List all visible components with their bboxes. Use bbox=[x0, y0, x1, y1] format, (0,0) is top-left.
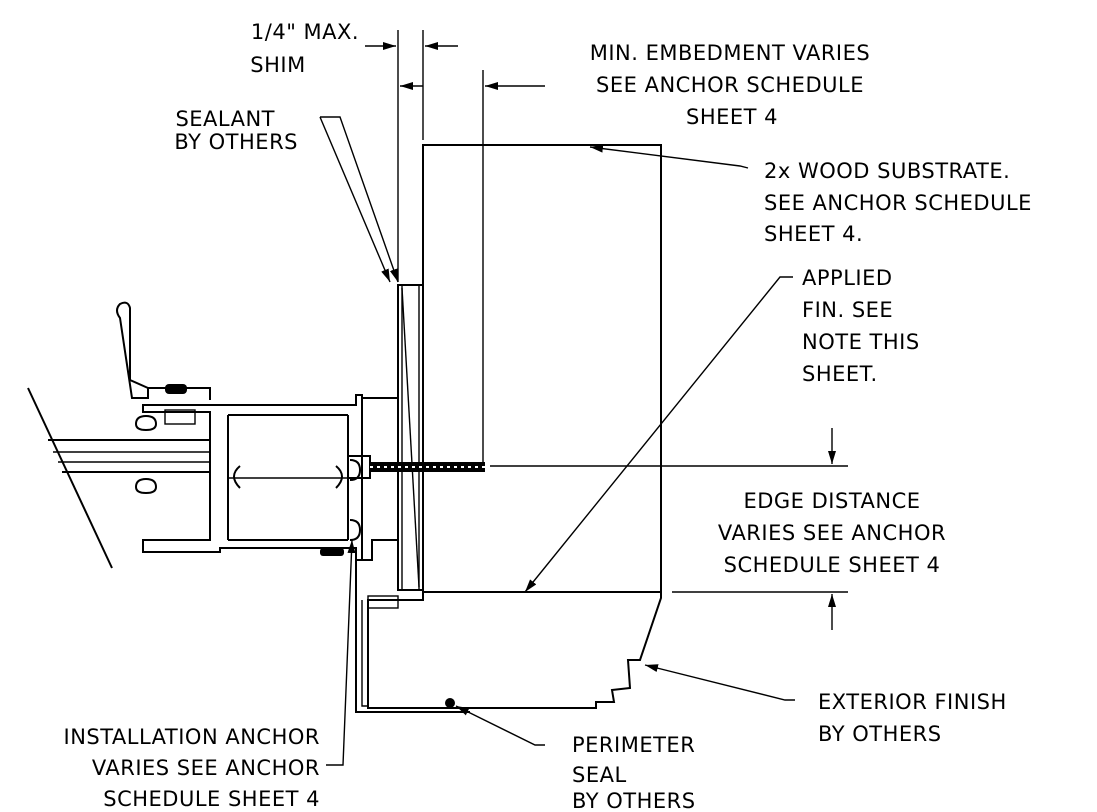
ext-label-line1: EXTERIOR FINISH bbox=[818, 690, 1007, 714]
install-label-line1: INSTALLATION ANCHOR bbox=[64, 725, 321, 749]
embed-label-line1: MIN. EMBEDMENT VARIES bbox=[590, 41, 870, 65]
label-edge-distance: EDGE DISTANCE VARIES SEE ANCHOR SCHEDULE… bbox=[718, 489, 946, 577]
ext-label-line2: BY OTHERS bbox=[818, 722, 942, 746]
label-wood: 2x WOOD SUBSTRATE. SEE ANCHOR SCHEDULE S… bbox=[764, 159, 1032, 246]
wood-substrate bbox=[422, 144, 662, 593]
label-shim: 1/4" MAX. SHIM bbox=[250, 20, 359, 77]
lower-substrate bbox=[367, 591, 662, 709]
perim-label-line3: BY OTHERS bbox=[572, 789, 696, 812]
install-label-line3: SCHEDULE SHEET 4 bbox=[103, 787, 320, 811]
perim-label-line2: SEAL bbox=[572, 763, 627, 787]
label-perimeter-seal: PERIMETER SEAL BY OTHERS bbox=[572, 733, 696, 812]
embed-label-line3: SHEET 4 bbox=[686, 105, 778, 129]
glass-unit bbox=[27, 387, 210, 569]
label-exterior-finish: EXTERIOR FINISH BY OTHERS bbox=[818, 690, 1007, 746]
fin-label-line1: APPLIED bbox=[802, 266, 893, 290]
install-label-line2: VARIES SEE ANCHOR bbox=[92, 756, 320, 780]
embed-label-line2: SEE ANCHOR SCHEDULE bbox=[596, 73, 864, 97]
fin-label-line2: FIN. SEE bbox=[802, 298, 893, 322]
leader-lines bbox=[319, 116, 795, 766]
label-installation-anchor: INSTALLATION ANCHOR VARIES SEE ANCHOR SC… bbox=[64, 725, 321, 811]
screw-anchor bbox=[347, 455, 485, 479]
perimeter-seal-dot bbox=[445, 698, 455, 708]
wood-label-line2: SEE ANCHOR SCHEDULE bbox=[764, 191, 1032, 215]
edge-label-line1: EDGE DISTANCE bbox=[743, 489, 920, 513]
shim-and-sealant bbox=[397, 284, 424, 591]
edge-label-line2: VARIES SEE ANCHOR bbox=[718, 521, 946, 545]
perim-label-line1: PERIMETER bbox=[572, 733, 695, 757]
dimension-lines bbox=[365, 30, 848, 630]
sealant-label-line2: BY OTHERS bbox=[174, 130, 298, 154]
window-frame bbox=[116, 301, 470, 713]
fin-label-line3: NOTE THIS bbox=[802, 330, 920, 354]
wood-label-line1: 2x WOOD SUBSTRATE. bbox=[764, 159, 1010, 183]
wood-label-line3: SHEET 4. bbox=[764, 222, 863, 246]
shim-label-line1: 1/4" MAX. bbox=[251, 20, 359, 44]
fin-label-line4: SHEET. bbox=[802, 362, 878, 386]
sealant-label-line1: SEALANT bbox=[175, 107, 275, 131]
label-fin: APPLIED FIN. SEE NOTE THIS SHEET. bbox=[802, 266, 920, 386]
label-embedment: MIN. EMBEDMENT VARIES SEE ANCHOR SCHEDUL… bbox=[590, 41, 870, 129]
label-sealant: SEALANT BY OTHERS bbox=[174, 107, 298, 154]
shim-label-line2: SHIM bbox=[250, 53, 305, 77]
edge-label-line3: SCHEDULE SHEET 4 bbox=[724, 553, 941, 577]
